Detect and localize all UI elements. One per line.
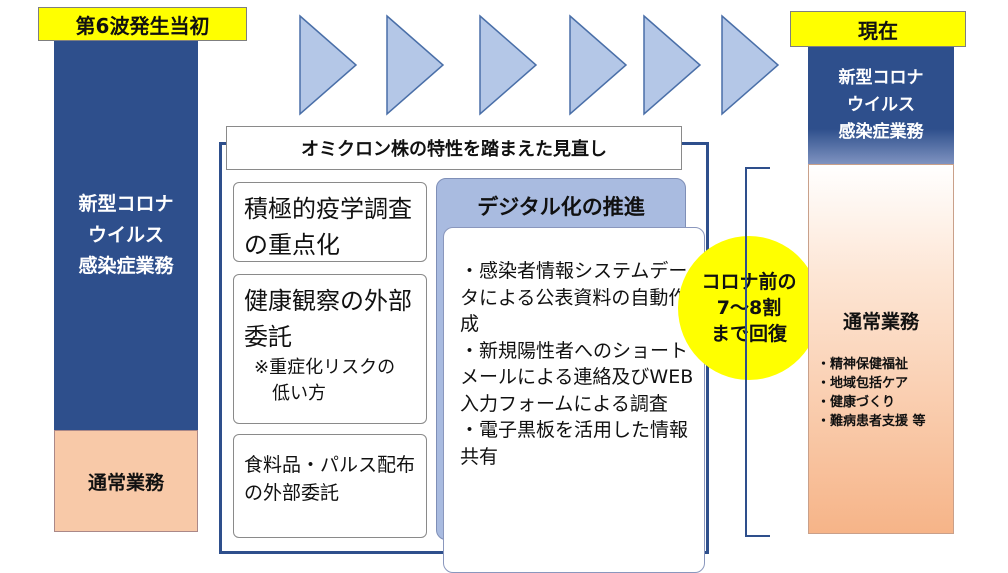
arrow-icon	[299, 14, 358, 116]
digital-item: ・新規陽性者へのショートメールによる連絡及びWEB入力フォームによる調査	[460, 339, 694, 415]
left-normal-work-block: 通常業務	[54, 430, 198, 532]
right-normal-work-title: 通常業務	[842, 311, 919, 333]
digital-panel-list: ・感染者情報システムデータによる公表資料の自動作成 ・新規陽性者へのショートメー…	[443, 227, 705, 573]
card-food-delivery-text: 食料品・パルス配布の外部委託	[244, 454, 416, 504]
card-epidemiology: 積極的疫学調査の重点化	[233, 182, 427, 262]
right-normal-work-block: 通常業務 ・精神保健福祉 ・地域包括ケア ・健康づくり ・難病患者支援 等	[808, 164, 954, 534]
card-epidemiology-text: 積極的疫学調査の重点化	[244, 195, 412, 259]
card-health-monitoring-note: ※重症化リスクの 低い方	[254, 357, 396, 404]
right-phase-label: 現在	[790, 11, 966, 47]
right-normal-work-list: ・精神保健福祉 ・地域包括ケア ・健康づくり ・難病患者支援 等	[817, 355, 953, 431]
arrow-icon	[643, 14, 702, 116]
progress-arrows	[299, 14, 780, 116]
left-phase-label: 第6波発生当初	[38, 7, 247, 41]
digital-item: ・感染者情報システムデータによる公表資料の自動作成	[460, 260, 688, 335]
card-health-monitoring-text: 健康観察の外部委託	[244, 287, 412, 351]
digital-panel: デジタル化の推進 ・感染者情報システムデータによる公表資料の自動作成 ・新規陽性…	[436, 178, 705, 573]
recovery-circle: コロナ前の 7～8割 まで回復	[678, 236, 820, 380]
arrow-icon	[479, 14, 538, 116]
right-list-item: ・難病患者支援 等	[817, 414, 926, 429]
digital-item: ・電子黒板を活用した情報共有	[460, 419, 689, 468]
card-food-delivery: 食料品・パルス配布の外部委託	[233, 434, 427, 538]
right-list-item: ・精神保健福祉	[817, 357, 909, 372]
arrow-icon	[386, 14, 445, 116]
left-covid-work-block: 新型コロナ ウイルス 感染症業務	[54, 40, 198, 430]
arrow-icon	[569, 14, 628, 116]
review-headline: オミクロン株の特性を踏まえた見直し	[226, 126, 682, 170]
right-bracket	[745, 167, 770, 537]
digital-panel-title: デジタル化の推進	[477, 195, 645, 219]
right-list-item: ・健康づくり	[817, 395, 896, 410]
arrow-icon	[721, 14, 780, 116]
right-covid-work-block: 新型コロナ ウイルス 感染症業務	[808, 47, 954, 164]
right-list-item: ・地域包括ケア	[817, 376, 909, 391]
card-health-monitoring: 健康観察の外部委託 ※重症化リスクの 低い方	[233, 274, 427, 424]
